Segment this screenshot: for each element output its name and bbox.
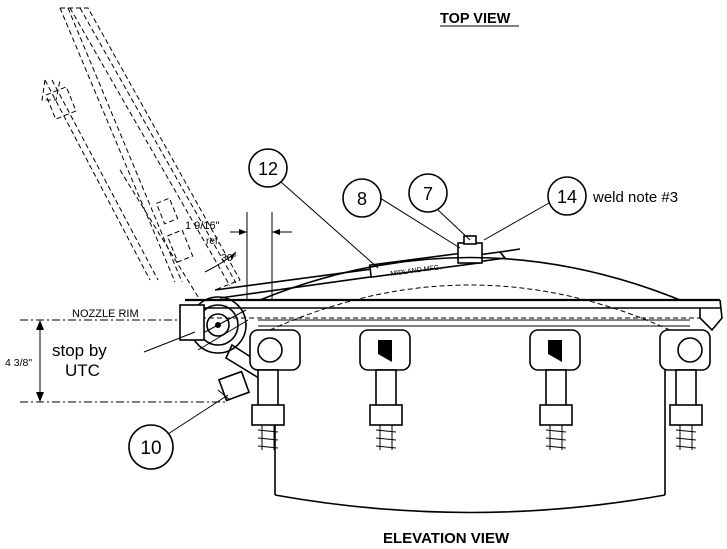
hinge-assembly — [179, 296, 270, 402]
open-lid-phantom — [41, 7, 241, 301]
angle-label: 30° — [221, 252, 237, 264]
callout-10-number: 10 — [140, 438, 161, 459]
dimension-offset — [204, 212, 292, 300]
callout-8-number: 8 — [357, 189, 367, 209]
stop-leader — [143, 331, 196, 353]
callout-10 — [128, 394, 229, 470]
callout-14 — [483, 176, 587, 241]
callout-7-number: 7 — [423, 184, 433, 204]
callout-7 — [408, 173, 471, 241]
swing-bolt-1 — [249, 329, 301, 450]
height-dimension-label: 4 3/8" — [5, 357, 32, 369]
swing-bolt-2 — [359, 329, 411, 450]
callout-12-number: 12 — [258, 159, 278, 179]
ref-label: ref. — [206, 236, 220, 247]
dimension-height — [20, 319, 225, 403]
elevation-view-title: ELEVATION VIEW — [383, 530, 510, 547]
swing-bolt-3 — [529, 329, 581, 450]
top-view-title: TOP VIEW — [440, 11, 511, 27]
stop-by-label: stop by — [52, 341, 107, 360]
utc-label: UTC — [65, 361, 100, 380]
callout-14-number: 14 — [557, 187, 577, 207]
closed-lid — [185, 235, 723, 332]
weld-note: weld note #3 — [592, 189, 678, 206]
nozzle-body — [258, 256, 690, 514]
offset-dimension-label: 1 9/16" — [185, 220, 220, 232]
swing-bolt-4 — [659, 329, 711, 450]
callout-8 — [342, 178, 461, 249]
callout-12 — [248, 148, 379, 269]
nozzle-rim-label: NOZZLE RIM — [72, 308, 139, 320]
